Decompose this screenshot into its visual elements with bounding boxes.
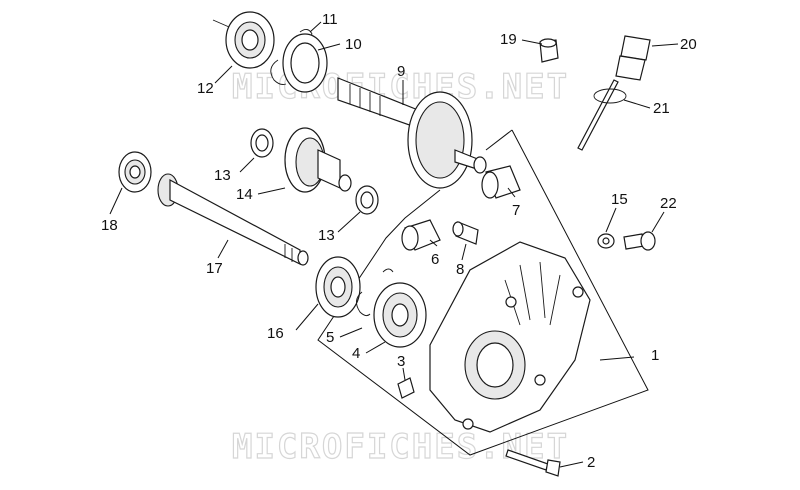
bolt-2 (505, 449, 561, 477)
callout-20: 20 (680, 36, 697, 53)
washer-15 (597, 233, 615, 249)
bearing-4 (373, 282, 427, 348)
callout-18: 18 (101, 217, 118, 234)
shaft-9 (337, 77, 487, 189)
circlip-4 (382, 268, 394, 273)
shaft-17 (157, 173, 309, 266)
leader-17 (217, 239, 229, 259)
callout-4: 4 (352, 345, 360, 362)
callout-5: 5 (326, 329, 334, 346)
callout-11: 11 (322, 11, 338, 28)
leader-13b (337, 211, 361, 233)
seal-10 (282, 33, 328, 93)
gear-14 (284, 127, 352, 193)
circlip-5 (356, 291, 371, 317)
washer-13a (250, 128, 274, 158)
callout-17: 17 (206, 260, 223, 277)
watermark-bottom: MICROFICHES.NET (232, 427, 569, 467)
leader-5 (339, 327, 363, 338)
callout-3: 3 (397, 353, 405, 370)
leader-20 (651, 43, 679, 47)
leader-1 (599, 356, 635, 361)
dowel-3 (397, 377, 415, 399)
leader-12 (214, 65, 233, 84)
leader-2 (559, 461, 584, 468)
callout-7: 7 (512, 202, 520, 219)
callout-9: 9 (397, 63, 405, 80)
casing-cover-1 (429, 241, 591, 433)
callout-19: 19 (500, 31, 517, 48)
bearing-12 (212, 11, 275, 69)
o-ring-21 (593, 88, 627, 104)
callout-21: 21 (653, 100, 670, 117)
dipstick-20 (577, 35, 651, 151)
callout-12: 12 (197, 80, 214, 97)
leader-6 (429, 239, 438, 247)
callout-14: 14 (236, 186, 253, 203)
leader-3 (402, 367, 406, 381)
leader-13a (239, 157, 255, 173)
needle-bearing-6 (401, 219, 441, 251)
leader-10 (317, 43, 341, 51)
assembly-outline-top (485, 129, 513, 151)
callout-13a: 13 (214, 167, 231, 184)
plug-22 (623, 231, 656, 251)
callout-1: 1 (651, 347, 659, 364)
snap-ring-10 (270, 59, 287, 85)
leader-18 (109, 187, 123, 215)
callout-15: 15 (611, 191, 628, 208)
callout-16: 16 (267, 325, 284, 342)
callout-13b: 13 (318, 227, 335, 244)
pin-8 (452, 221, 479, 245)
cap-19 (539, 38, 559, 63)
callout-2: 2 (587, 454, 595, 471)
seal-16 (315, 256, 361, 318)
callout-8: 8 (456, 261, 464, 278)
washer-13b (355, 185, 379, 215)
callout-22: 22 (660, 195, 677, 212)
needle-bearing-7 (481, 165, 521, 199)
leader-21 (623, 99, 651, 109)
bearing-18 (118, 151, 152, 193)
leader-22 (651, 211, 665, 233)
callout-6: 6 (431, 251, 439, 268)
leader-8 (461, 243, 467, 261)
assembly-outline (317, 129, 649, 456)
leader-11 (309, 21, 322, 33)
leader-7 (507, 187, 516, 198)
leader-15 (605, 207, 617, 233)
leader-4 (365, 341, 386, 354)
leader-14 (257, 187, 286, 195)
leader-19 (521, 39, 543, 45)
leader-16 (295, 303, 319, 331)
callout-10: 10 (345, 36, 362, 53)
